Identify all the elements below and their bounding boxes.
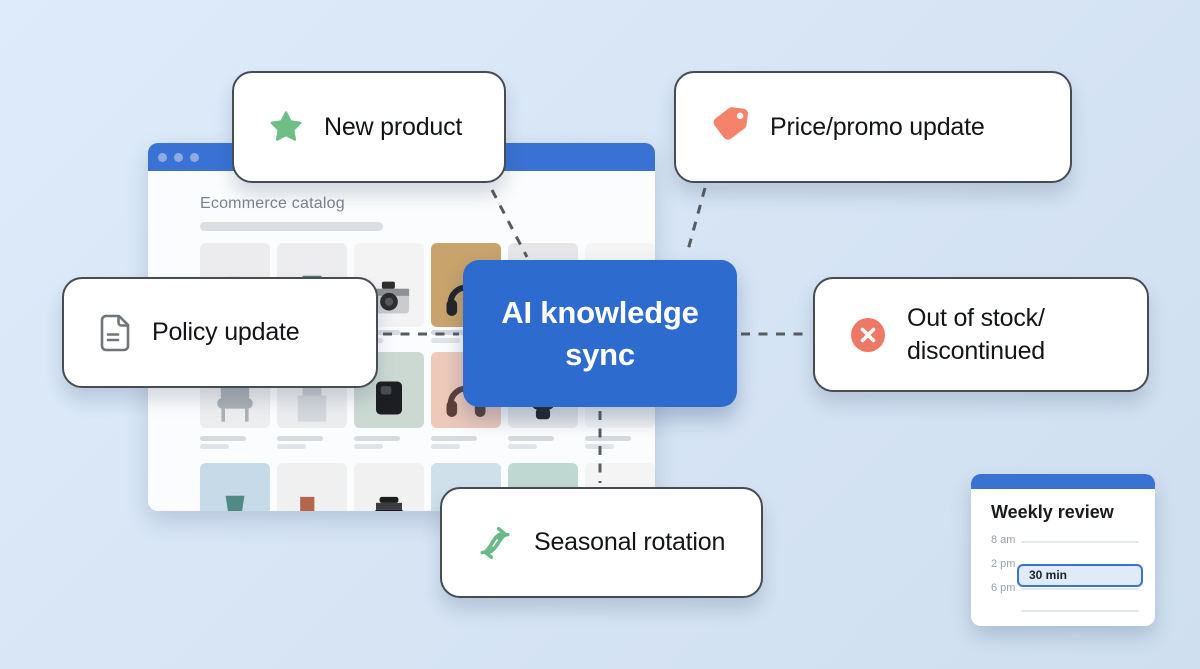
connector-price-promo bbox=[686, 187, 707, 251]
document-icon bbox=[98, 313, 132, 353]
placeholder-bar bbox=[354, 436, 400, 441]
placeholder-bar bbox=[585, 444, 614, 449]
card-label: Seasonal rotation bbox=[534, 528, 726, 557]
placeholder-bar bbox=[508, 436, 554, 441]
card-seasonal-rotation: Seasonal rotation bbox=[440, 487, 763, 598]
price-tag-icon bbox=[710, 105, 750, 149]
schedule-line bbox=[1021, 541, 1139, 543]
product-tile-side-chair bbox=[200, 463, 270, 511]
product-tile-boot bbox=[277, 463, 347, 511]
schedule-time-label: 6 pm bbox=[991, 582, 1016, 594]
card-out-of-stock: Out of stock/ discontinued bbox=[813, 277, 1149, 392]
card-policy-update: Policy update bbox=[62, 277, 378, 388]
placeholder-bar bbox=[200, 436, 246, 441]
placeholder-bar bbox=[431, 444, 460, 449]
placeholder-bar bbox=[585, 436, 631, 441]
schedule-time-label: 2 pm bbox=[991, 558, 1016, 570]
card-price-promo: Price/promo update bbox=[674, 71, 1072, 183]
card-label: New product bbox=[324, 112, 463, 141]
ai-knowledge-sync-node: AI knowledge sync bbox=[463, 260, 737, 407]
star-icon bbox=[268, 109, 304, 145]
shuffle-arrows-icon bbox=[476, 524, 514, 562]
product-tile-lens bbox=[354, 463, 424, 511]
event-chip: 30 min bbox=[1017, 564, 1143, 587]
x-circle-icon bbox=[849, 316, 887, 354]
card-label: Price/promo update bbox=[770, 112, 985, 141]
window-dot-icon bbox=[190, 153, 199, 162]
placeholder-bar bbox=[200, 222, 383, 231]
placeholder-bar bbox=[431, 338, 460, 343]
card-label: Policy update bbox=[152, 318, 300, 347]
window-dot-icon bbox=[158, 153, 167, 162]
widget-title: Weekly review bbox=[991, 502, 1114, 522]
placeholder-bar bbox=[277, 444, 306, 449]
placeholder-bar bbox=[200, 444, 229, 449]
card-label: Out of stock/ discontinued bbox=[907, 304, 1045, 365]
schedule-line bbox=[1021, 588, 1139, 590]
card-new-product: New product bbox=[232, 71, 506, 183]
ai-node-label: AI knowledge sync bbox=[501, 294, 699, 372]
catalog-title: Ecommerce catalog bbox=[200, 195, 345, 212]
weekly-review-widget: Weekly review 8 am 2 pm 6 pm 30 min bbox=[971, 474, 1155, 626]
placeholder-bar bbox=[431, 436, 477, 441]
placeholder-bar bbox=[277, 436, 323, 441]
placeholder-bar bbox=[354, 444, 383, 449]
window-dot-icon bbox=[174, 153, 183, 162]
placeholder-bar bbox=[508, 444, 537, 449]
schedule-time-label: 8 am bbox=[991, 534, 1016, 546]
widget-title-bar bbox=[971, 474, 1155, 489]
schedule-line bbox=[1021, 610, 1139, 612]
